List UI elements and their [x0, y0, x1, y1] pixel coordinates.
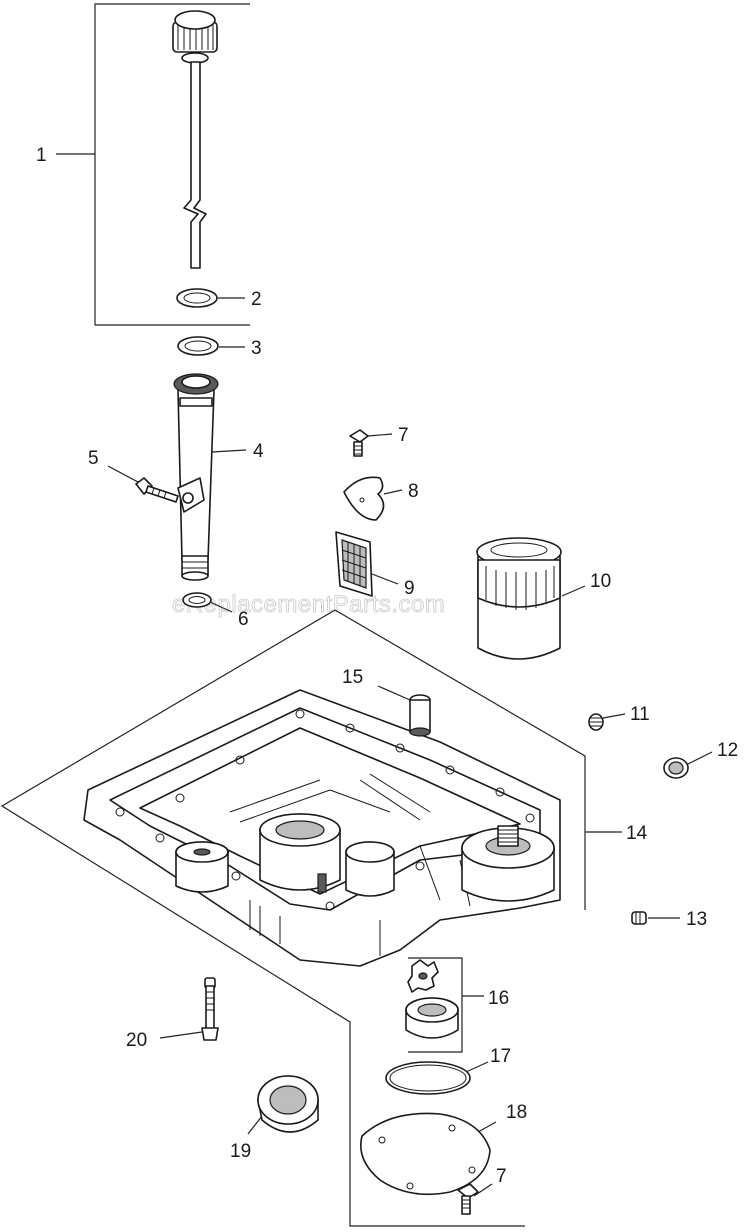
oil-screen-part[interactable]	[335, 531, 373, 597]
dipstick-part[interactable]	[172, 10, 218, 269]
callout-20: 20	[126, 1030, 147, 1051]
callout-6: 6	[238, 609, 249, 630]
dipstick-tube-part[interactable]	[173, 373, 219, 581]
oil-pump-gears-part[interactable]	[405, 959, 459, 1039]
callout-labels: 1 2 3 4 5 6 7 8 9 10 11 12 13 14 15 16 1…	[36, 145, 738, 1187]
callout-3: 3	[251, 338, 262, 359]
callout-13: 13	[686, 909, 707, 930]
plug-part-13[interactable]	[631, 911, 647, 925]
dipstick-bracket	[56, 3, 250, 326]
o-ring-part-17[interactable]	[385, 1061, 471, 1095]
callout-10: 10	[590, 571, 611, 592]
screw-part-7-top[interactable]	[349, 429, 369, 457]
callout-5: 5	[88, 448, 99, 469]
oil-pan-bracket	[0, 609, 622, 1227]
pin-part-15[interactable]	[409, 694, 431, 737]
callout-8: 8	[408, 481, 419, 502]
fitting-part-12[interactable]	[663, 757, 689, 779]
bolt-part-20[interactable]	[201, 977, 219, 1041]
callout-18: 18	[506, 1102, 527, 1123]
baffle-plate-part[interactable]	[343, 476, 385, 521]
callout-7-bottom: 7	[496, 1166, 507, 1187]
callout-4: 4	[253, 441, 264, 462]
screw-part-7-bottom[interactable]	[457, 1183, 479, 1215]
watermark-text: eReplacementParts.com	[172, 591, 445, 618]
oil-pan-part[interactable]	[83, 689, 561, 967]
cover-plate-part[interactable]	[360, 1112, 491, 1196]
callout-17: 17	[490, 1046, 511, 1067]
gear-set-bracket	[408, 957, 484, 1053]
callout-16: 16	[488, 988, 509, 1009]
callout-14: 14	[626, 823, 648, 844]
oil-seal-part[interactable]	[257, 1075, 319, 1133]
o-ring-part-2[interactable]	[176, 288, 218, 308]
callout-11: 11	[630, 704, 650, 725]
callout-2: 2	[251, 289, 262, 310]
callout-15: 15	[342, 667, 363, 688]
callout-19: 19	[230, 1141, 251, 1162]
bolt-part-5[interactable]	[135, 477, 179, 503]
o-ring-part-6[interactable]	[182, 592, 212, 608]
oil-filter-part[interactable]	[476, 537, 562, 660]
o-ring-part-3[interactable]	[177, 336, 219, 356]
callout-7-top: 7	[398, 425, 409, 446]
callout-1: 1	[36, 145, 47, 166]
plug-part-11[interactable]	[588, 713, 604, 731]
callout-12: 12	[717, 740, 738, 761]
callout-9: 9	[404, 578, 415, 599]
